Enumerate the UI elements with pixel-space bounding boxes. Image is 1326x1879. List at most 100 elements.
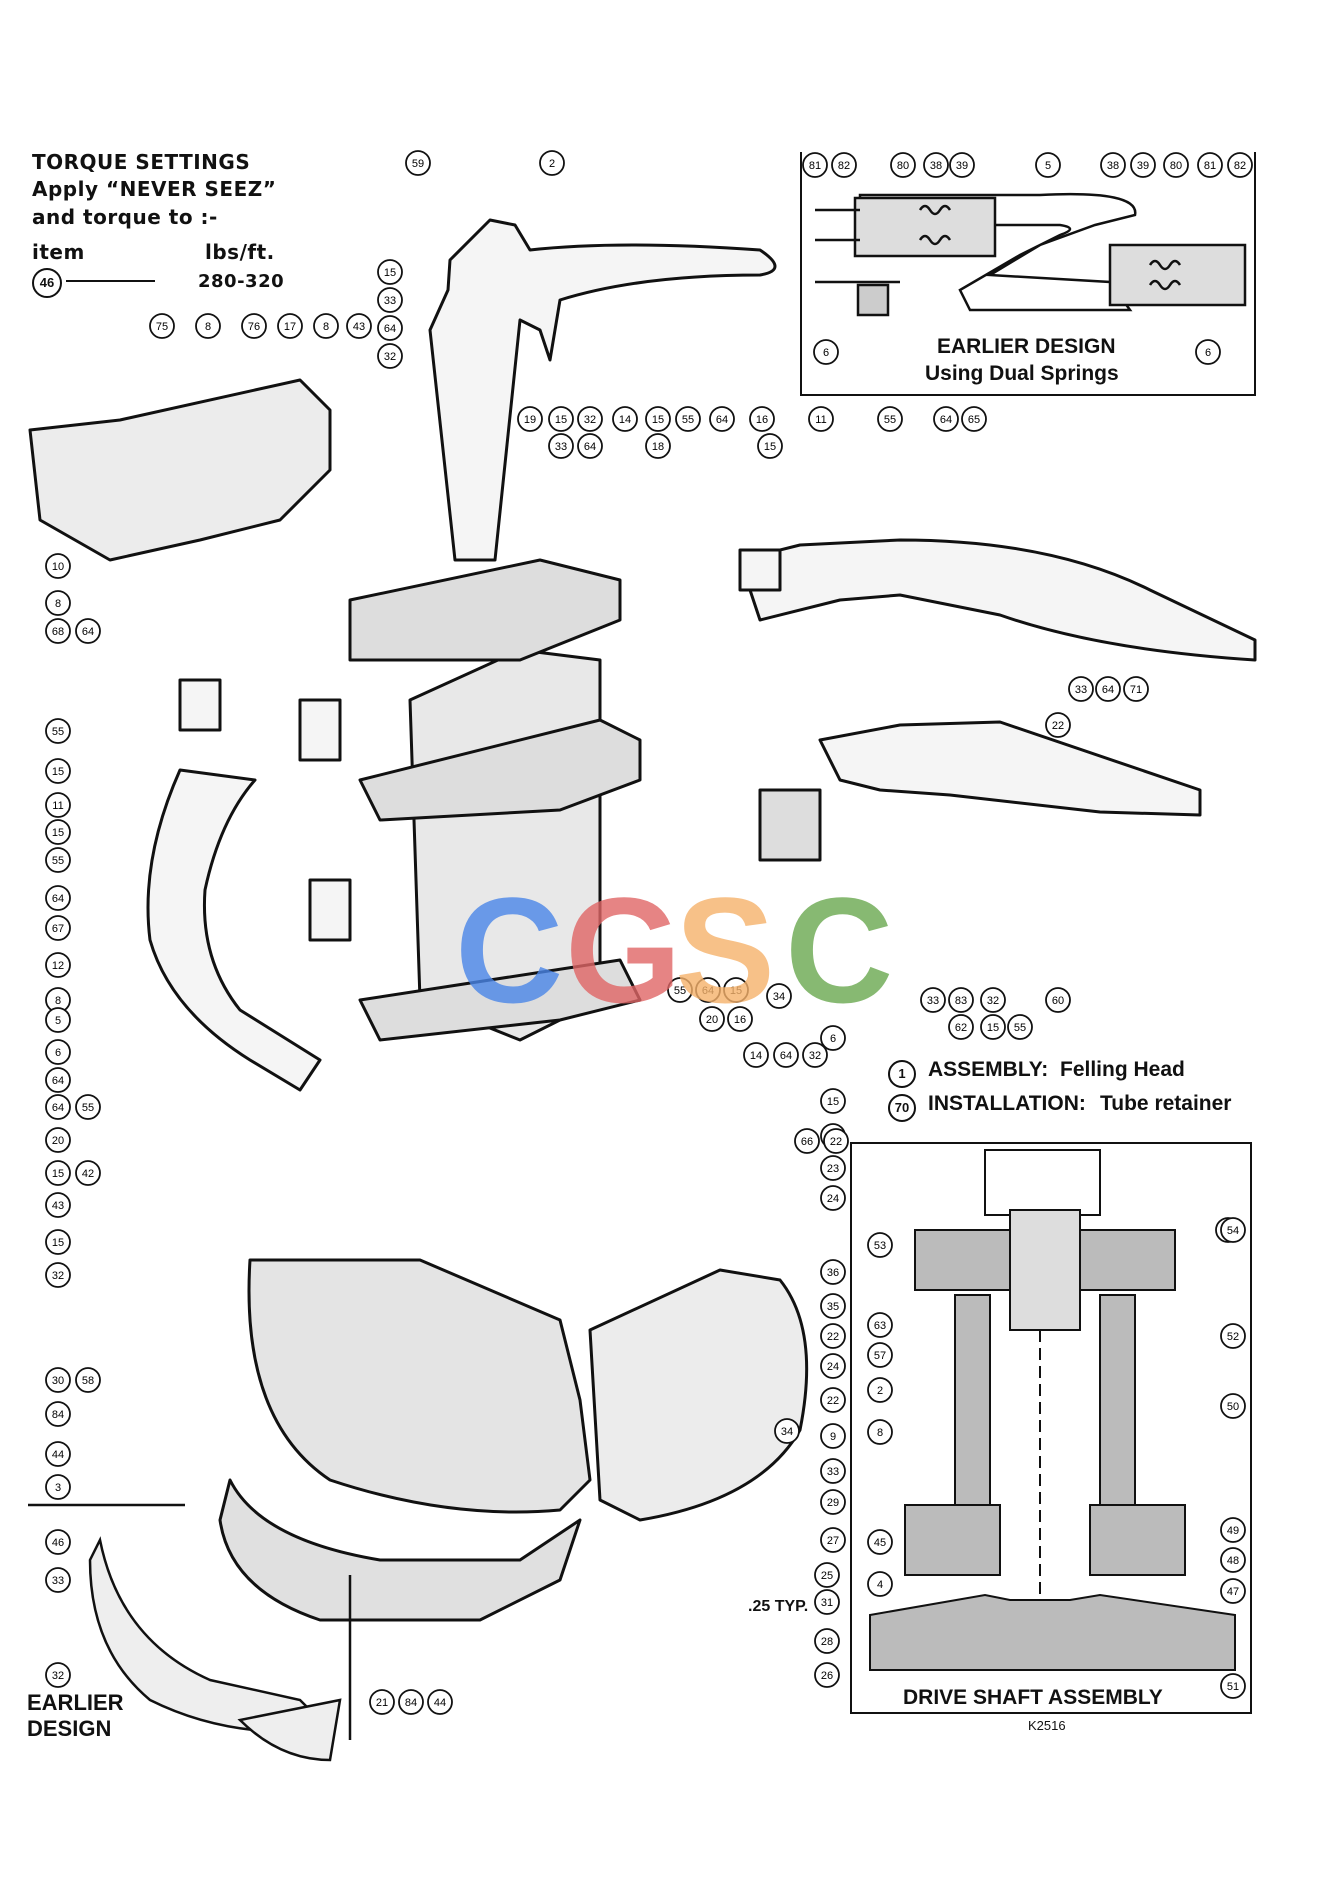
callout-number: 20 xyxy=(706,1014,718,1026)
callout-circle xyxy=(45,1067,71,1093)
legend-num-2: 70 xyxy=(888,1094,916,1122)
callout-number: 33 xyxy=(555,441,567,453)
callout-number: 22 xyxy=(830,1136,842,1148)
lower-right-arm xyxy=(818,720,1202,817)
callout-circle xyxy=(820,1387,846,1413)
drive-shaft-callout-number: 2 xyxy=(877,1385,883,1397)
drive-shaft-callout-number: 63 xyxy=(874,1320,886,1332)
callout-circle xyxy=(377,343,403,369)
torque-value: 280-320 xyxy=(198,271,285,292)
callout-number: 58 xyxy=(82,1375,94,1387)
callout-circle xyxy=(45,1039,71,1065)
earlier-design-label-1: EARLIER xyxy=(27,1690,124,1715)
drive-shaft-callout-circle xyxy=(867,1377,893,1403)
inset-callout-number: 82 xyxy=(1234,160,1246,172)
callout-circle xyxy=(45,718,71,744)
drive-shaft-callout-circle xyxy=(1220,1393,1246,1419)
callout-circle xyxy=(577,406,603,432)
inset-callout-circle xyxy=(923,152,949,178)
callout-circle xyxy=(75,1367,101,1393)
callout-circle xyxy=(933,406,959,432)
callout-number: 64 xyxy=(780,1050,792,1062)
inset-callout-number: 38 xyxy=(1107,160,1119,172)
callout-circle xyxy=(377,287,403,313)
upper-arm xyxy=(428,218,777,562)
earlier-design-label-2: DESIGN xyxy=(27,1716,112,1741)
inset-callout-number: 38 xyxy=(930,160,942,172)
callout-number: 15 xyxy=(52,766,64,778)
callout-number: 16 xyxy=(734,1014,746,1026)
callout-circle xyxy=(377,315,403,341)
inset-callout-number: 80 xyxy=(897,160,909,172)
callout-number: 10 xyxy=(52,561,64,573)
callout-circle xyxy=(45,819,71,845)
callout-circle xyxy=(820,1155,846,1181)
callout-circle xyxy=(277,313,303,339)
callout-circle xyxy=(45,1229,71,1255)
callout-circle xyxy=(699,1006,725,1032)
callout-circle xyxy=(398,1689,424,1715)
callout-circle xyxy=(45,1262,71,1288)
callout-circle xyxy=(241,313,267,339)
callout-number: 27 xyxy=(827,1535,839,1547)
saw-housing xyxy=(247,1258,592,1514)
callout-circle xyxy=(75,618,101,644)
drive-shaft-callout-circle xyxy=(1220,1547,1246,1573)
callout-circle xyxy=(45,758,71,784)
callout-number: 55 xyxy=(82,1102,94,1114)
callout-number: 34 xyxy=(773,991,785,1003)
callout-number: 19 xyxy=(524,414,536,426)
callout-circle xyxy=(1095,676,1121,702)
torque-instruction: Apply “NEVER SEEZ” xyxy=(32,177,277,201)
callout-circle xyxy=(723,977,749,1003)
callout-number: 14 xyxy=(619,414,631,426)
callout-number: 64 xyxy=(82,626,94,638)
callout-circle xyxy=(820,1527,846,1553)
legend-kind-1: ASSEMBLY: xyxy=(928,1058,1049,1081)
callout-number: 8 xyxy=(205,321,211,333)
callout-circle xyxy=(980,1014,1006,1040)
watermark-letter-2: G xyxy=(565,866,682,1034)
inset-callout-number: 82 xyxy=(838,160,850,172)
callout-circle xyxy=(45,1160,71,1186)
inset-callout-circle xyxy=(802,152,828,178)
callout-number: 55 xyxy=(52,855,64,867)
callout-number: 15 xyxy=(52,1168,64,1180)
callout-number: 16 xyxy=(756,414,768,426)
felling-head-drawing xyxy=(28,218,1257,1622)
torque-title: TORQUE SETTINGS xyxy=(32,150,251,174)
callout-number: 15 xyxy=(52,1237,64,1249)
callout-circle xyxy=(667,977,693,1003)
callout-circle xyxy=(45,618,71,644)
callout-number: 15 xyxy=(730,985,742,997)
callout-number: 26 xyxy=(821,1670,833,1682)
callout-number: 44 xyxy=(434,1697,446,1709)
callout-circle xyxy=(766,983,792,1009)
callout-number: 64 xyxy=(52,893,64,905)
torque-item-callout: 46 xyxy=(32,268,62,298)
drive-shaft-callout-circle xyxy=(1220,1673,1246,1699)
callout-circle xyxy=(75,1160,101,1186)
callout-number: 32 xyxy=(987,995,999,1007)
callout-number: 22 xyxy=(1052,720,1064,732)
callout-number: 59 xyxy=(412,158,424,170)
callout-number: 25 xyxy=(821,1570,833,1582)
callout-number: 44 xyxy=(52,1449,64,1461)
callout-circle xyxy=(45,1567,71,1593)
callout-circle xyxy=(820,1293,846,1319)
inset-callout-circle xyxy=(1163,152,1189,178)
drive-shaft-callout-circle xyxy=(867,1419,893,1445)
torque-instruction-2: and torque to :- xyxy=(32,205,218,229)
callout-circle xyxy=(45,1529,71,1555)
callout-number: 20 xyxy=(52,1135,64,1147)
callout-circle xyxy=(548,406,574,432)
callout-number: 60 xyxy=(1052,995,1064,1007)
callout-number: 28 xyxy=(821,1636,833,1648)
callout-number: 33 xyxy=(52,1575,64,1587)
callout-number: 43 xyxy=(353,321,365,333)
inset-earlier-design-frame xyxy=(800,152,1256,396)
drive-shaft-callout-number: 8 xyxy=(877,1427,883,1439)
callout-number: 83 xyxy=(955,995,967,1007)
